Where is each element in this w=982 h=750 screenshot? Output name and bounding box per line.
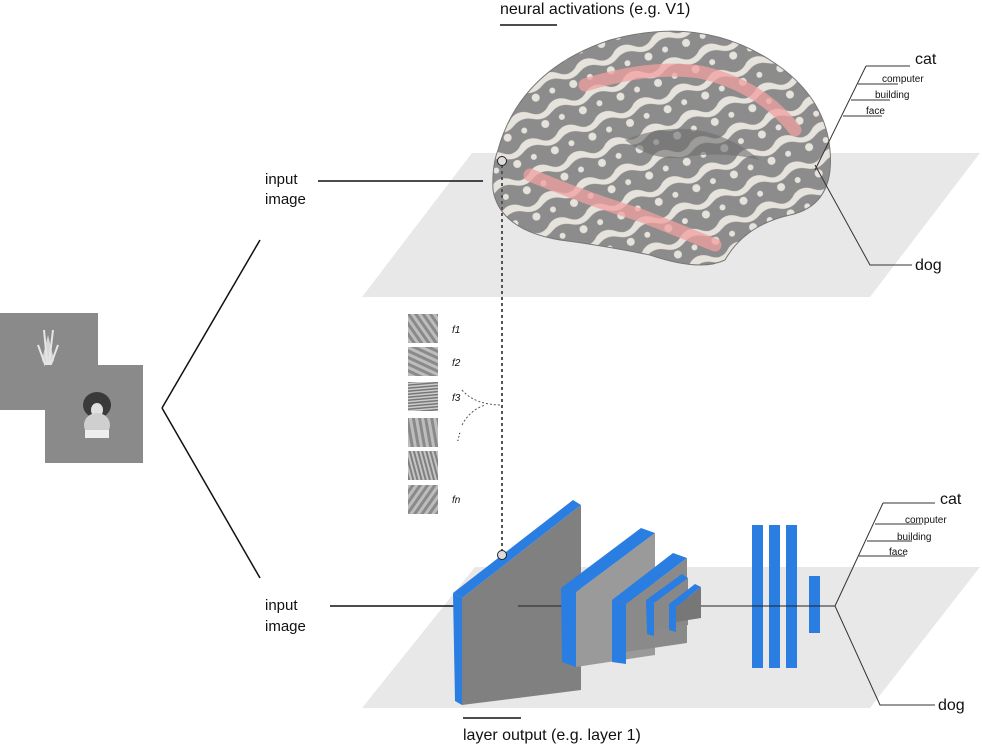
filter-label-n: fn [452, 495, 461, 506]
bottom-class-lines [834, 502, 935, 706]
top-class-cat: cat [915, 51, 937, 68]
top-class-face: face [866, 106, 885, 117]
filter-label-3: f3 [452, 393, 461, 404]
top-input-label-2: image [265, 191, 306, 208]
filter-label-1: f1 [452, 325, 460, 336]
top-class-dog: dog [915, 257, 942, 274]
filter-4 [408, 418, 438, 447]
bottom-input-label-1: input [265, 597, 298, 614]
unit-marker-bottom [497, 550, 507, 560]
fc-layer-3 [786, 525, 797, 668]
cnn-layers [453, 500, 835, 705]
filter-ellipsis: ⋮ [453, 432, 463, 443]
filter-2 [408, 347, 438, 376]
bottom-class-dog: dog [938, 697, 965, 714]
bottom-class-computer: computer [905, 515, 947, 526]
fc-layer-1 [752, 525, 763, 668]
brain-surface [492, 30, 831, 266]
top-class-lines [814, 65, 912, 266]
filter-merge-lines [461, 389, 503, 426]
filter-label-2: f2 [452, 358, 461, 369]
top-class-building: building [875, 90, 909, 101]
conv-layer-1 [453, 500, 581, 705]
filter-5 [408, 451, 438, 480]
bottom-input-label-2: image [265, 618, 306, 635]
unit-marker-top [497, 156, 507, 166]
bottom-class-face: face [889, 547, 908, 558]
fc-layer-2 [769, 525, 780, 668]
bracket [161, 239, 261, 579]
bottom-class-cat: cat [940, 491, 962, 508]
filter-1 [408, 314, 438, 343]
conv-layer-5 [669, 584, 701, 632]
highlight-upper [578, 63, 802, 137]
top-input-label-1: input [265, 171, 298, 188]
dog-icon [83, 392, 111, 438]
input-images [0, 313, 143, 463]
top-title: neural activations (e.g. V1) [500, 1, 690, 18]
bottom-title: layer output (e.g. layer 1) [463, 727, 641, 744]
top-class-computer: computer [882, 74, 924, 85]
filter-3 [408, 382, 438, 411]
filter-bank: f1 f2 f3 ⋮ fn [408, 314, 503, 514]
output-layer [809, 576, 820, 633]
bottom-class-building: building [897, 532, 931, 543]
highlight-lower [523, 168, 722, 252]
filter-n [408, 485, 438, 514]
